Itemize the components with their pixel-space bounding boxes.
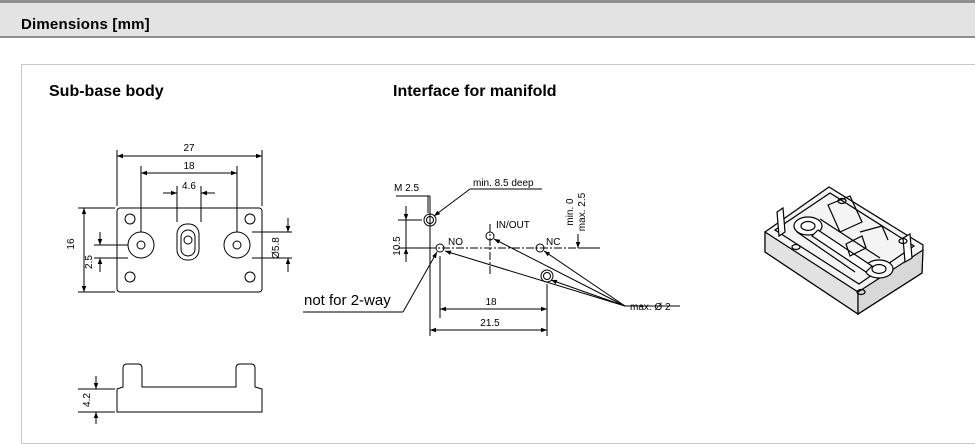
vertical-dim-label: 10.5 xyxy=(392,236,403,256)
interface-title: Interface for manifold xyxy=(393,83,557,100)
port-in-out-label: IN/OUT xyxy=(496,220,530,231)
dim-height-label: 16 xyxy=(66,238,77,250)
subbase-title: Sub-base body xyxy=(49,83,164,100)
max-label: max. 2.5 xyxy=(577,192,588,231)
port-nc-label: NC xyxy=(546,237,560,248)
dim-slot-width-label: 4.6 xyxy=(182,181,196,192)
not-for-2-way-label: not for 2-way xyxy=(304,292,391,309)
dim-offset-label: 2.5 xyxy=(84,255,95,269)
header-title: Dimensions [mm] xyxy=(21,16,150,33)
spacing-18-label: 18 xyxy=(485,297,497,308)
dim-width-label: 27 xyxy=(183,143,195,154)
subbase-side-view xyxy=(78,363,263,424)
interface-drawing xyxy=(303,188,680,336)
port-no-label: NO xyxy=(448,237,463,248)
depth-label: min. 8.5 deep xyxy=(473,178,534,189)
dim-port-diameter-label: Ø5.8 xyxy=(271,237,282,259)
spacing-21-5-label: 21.5 xyxy=(480,318,500,329)
min-label: min. 0 xyxy=(565,198,576,226)
subbase-top-view xyxy=(78,150,292,293)
dim-hole-spacing-label: 18 xyxy=(183,161,195,172)
section-header: Dimensions [mm] xyxy=(0,0,975,38)
isometric-sub-base-illustration xyxy=(764,186,924,316)
thread-label: M 2.5 xyxy=(394,183,419,194)
dim-side-height-label: 4.2 xyxy=(82,393,93,407)
max-diameter-label: max. Ø 2 xyxy=(630,302,671,313)
technical-drawings: 27 18 4.6 16 2.5 Ø5.8 4.2 xyxy=(66,143,924,424)
